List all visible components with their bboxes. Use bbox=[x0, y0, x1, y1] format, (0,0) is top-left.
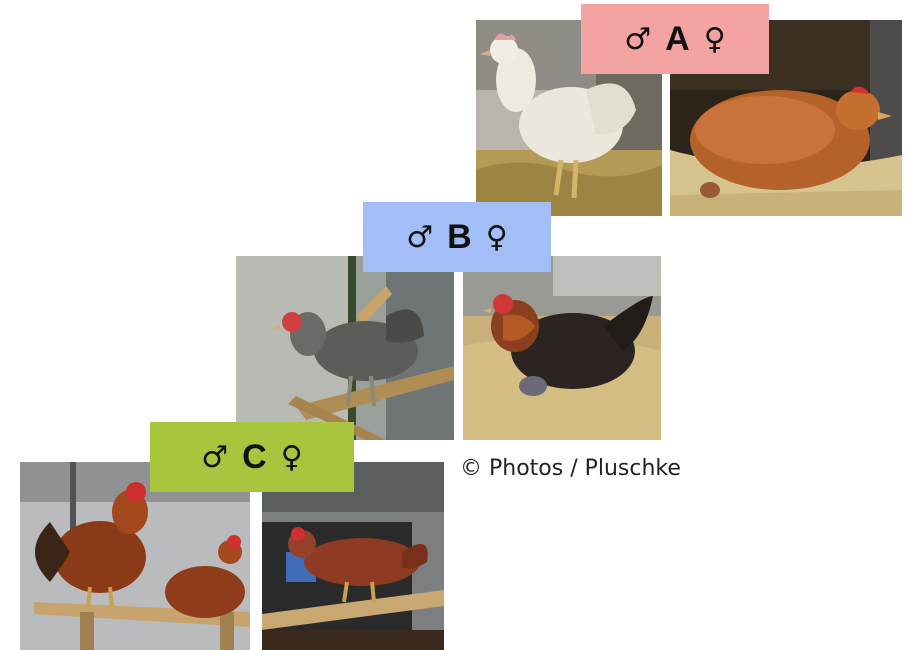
female-symbol: ♀ bbox=[280, 439, 303, 475]
group-letter: B bbox=[447, 217, 472, 256]
group-letter: C bbox=[242, 437, 267, 476]
group-b-label: ♂ B ♀ bbox=[363, 202, 551, 272]
photo-c-male-rooster bbox=[20, 462, 250, 650]
photo-b-male-rooster bbox=[236, 256, 454, 440]
photo-b-female-hen bbox=[463, 256, 661, 440]
photo-a-female-hen bbox=[670, 20, 902, 216]
photo-c-female-hen bbox=[262, 462, 444, 650]
female-symbol: ♀ bbox=[485, 219, 508, 255]
male-symbol: ♂ bbox=[624, 21, 652, 57]
photo-credit: © Photos / Pluschke bbox=[460, 456, 681, 481]
male-symbol: ♂ bbox=[406, 219, 434, 255]
group-c-label: ♂ C ♀ bbox=[150, 422, 354, 492]
group-a-label: ♂ A ♀ bbox=[581, 4, 769, 74]
group-letter: A bbox=[665, 19, 690, 58]
female-symbol: ♀ bbox=[703, 21, 726, 57]
male-symbol: ♂ bbox=[201, 439, 229, 475]
